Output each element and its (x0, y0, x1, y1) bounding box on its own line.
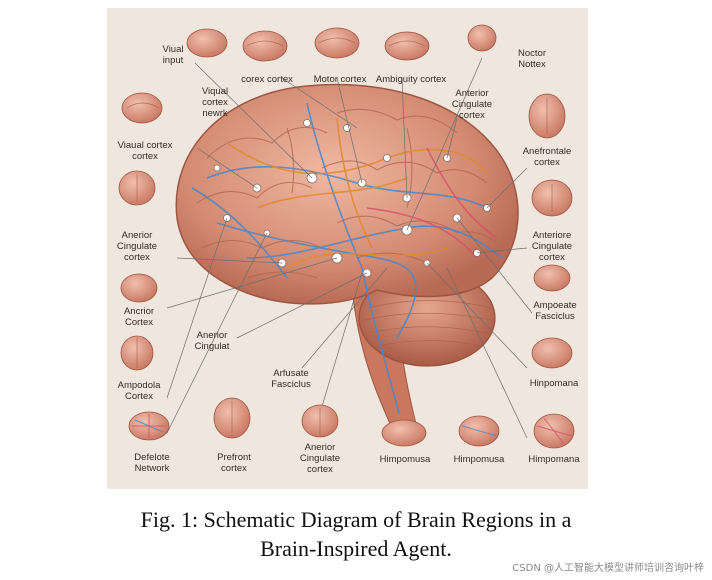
label-motor-notex: Noctor Nottex (518, 48, 546, 70)
label-anerior-cingulat: Anerior Cingulat (194, 330, 230, 352)
label-visual-cortex-left: Viaual cortex cortex (117, 140, 173, 162)
label-anterior-cingulate-top: Anterior Cingulate cortex (451, 88, 493, 121)
caption-line-1: Fig. 1: Schematic Diagram of Brain Regio… (140, 507, 572, 532)
label-defelote: Defelote Network (134, 452, 170, 474)
label-anerior-bottom: Anerior Cingulate cortex (299, 442, 341, 475)
caption-line-2: Brain-Inspired Agent. (260, 536, 452, 561)
label-hippomana: Hinpomana (529, 378, 579, 389)
watermark: CSDN @人工智能大模型讲师培训咨询叶梓 (512, 563, 704, 574)
label-hippomusa-1: Himpomusa (379, 454, 431, 465)
label-visual-input: Viual input (162, 44, 184, 66)
label-hippomana-bottom: Himpomana (528, 454, 580, 465)
label-ampoeate: Ampoeate Fasciclus (533, 300, 577, 322)
label-hippomusa-2: Himpomusa (453, 454, 505, 465)
label-cortex-cortex: corex cortex (241, 74, 293, 85)
label-anerior-cingulate-left: Anerior Cingulate cortex (116, 230, 158, 263)
label-prefrontal: Prefront cortex (217, 452, 251, 474)
label-ancrior-cortex: Ancrior Cortex (123, 306, 155, 328)
label-ampodola: Ampodola Cortex (117, 380, 161, 402)
label-motor-cortex: Motor cortex (313, 74, 367, 85)
label-arfusate: Arfusate Fasciclus (271, 368, 311, 390)
label-ambiguity-cortex: Ambiguity cortex (375, 74, 447, 85)
brain-diagram-figure: Viual input corex cortex Motor cortex Am… (107, 8, 588, 489)
label-visual-cortex-network: Viqual cortex newrk (201, 86, 229, 119)
brain-illustration (118, 24, 575, 449)
label-antefrontal: Anefrontale cortex (522, 146, 572, 168)
label-anterior-cingulate-right: Anteriore Cingulate cortex (531, 230, 573, 263)
figure-caption: Fig. 1: Schematic Diagram of Brain Regio… (0, 505, 712, 563)
